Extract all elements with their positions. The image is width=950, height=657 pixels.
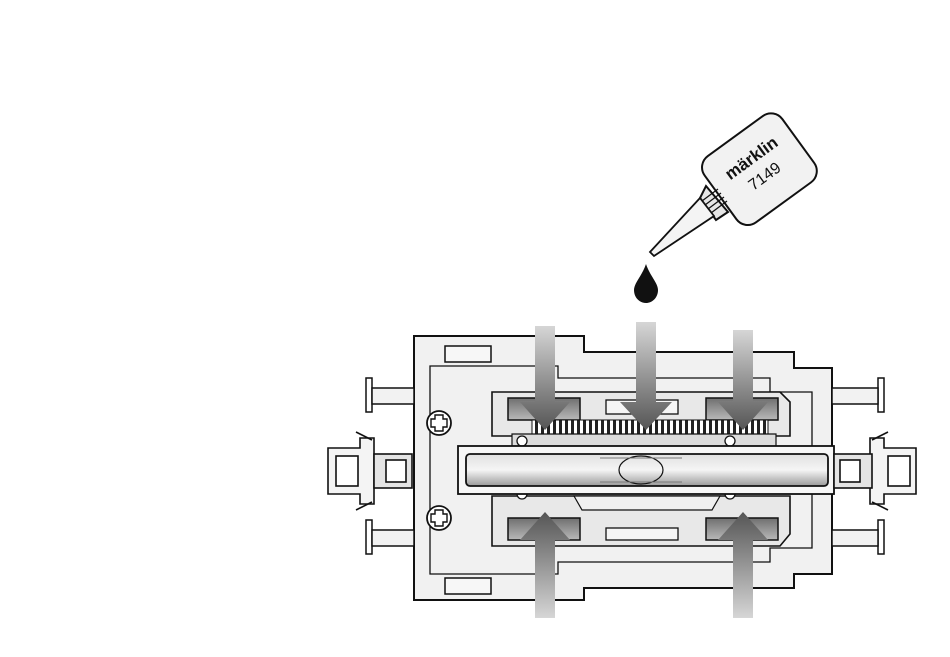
right-coupler	[834, 432, 916, 510]
top-slot	[445, 346, 491, 362]
left-buffer-top	[366, 378, 414, 412]
right-buffer-top	[832, 378, 884, 412]
lower-center-slot	[606, 528, 678, 540]
chassis	[414, 336, 834, 600]
screw-top	[427, 411, 451, 435]
left-coupler	[328, 432, 412, 510]
axle-rod	[466, 454, 828, 486]
screw-bottom	[427, 506, 451, 530]
left-buffer-bottom	[366, 520, 414, 554]
right-buffer-bottom	[832, 520, 884, 554]
oil-bottle: märklin 7149	[634, 108, 822, 303]
lower-center-bracket	[574, 496, 720, 510]
oil-bottle-nozzle	[650, 198, 714, 256]
bottom-slot	[445, 578, 491, 594]
oil-drop-icon	[634, 264, 658, 303]
